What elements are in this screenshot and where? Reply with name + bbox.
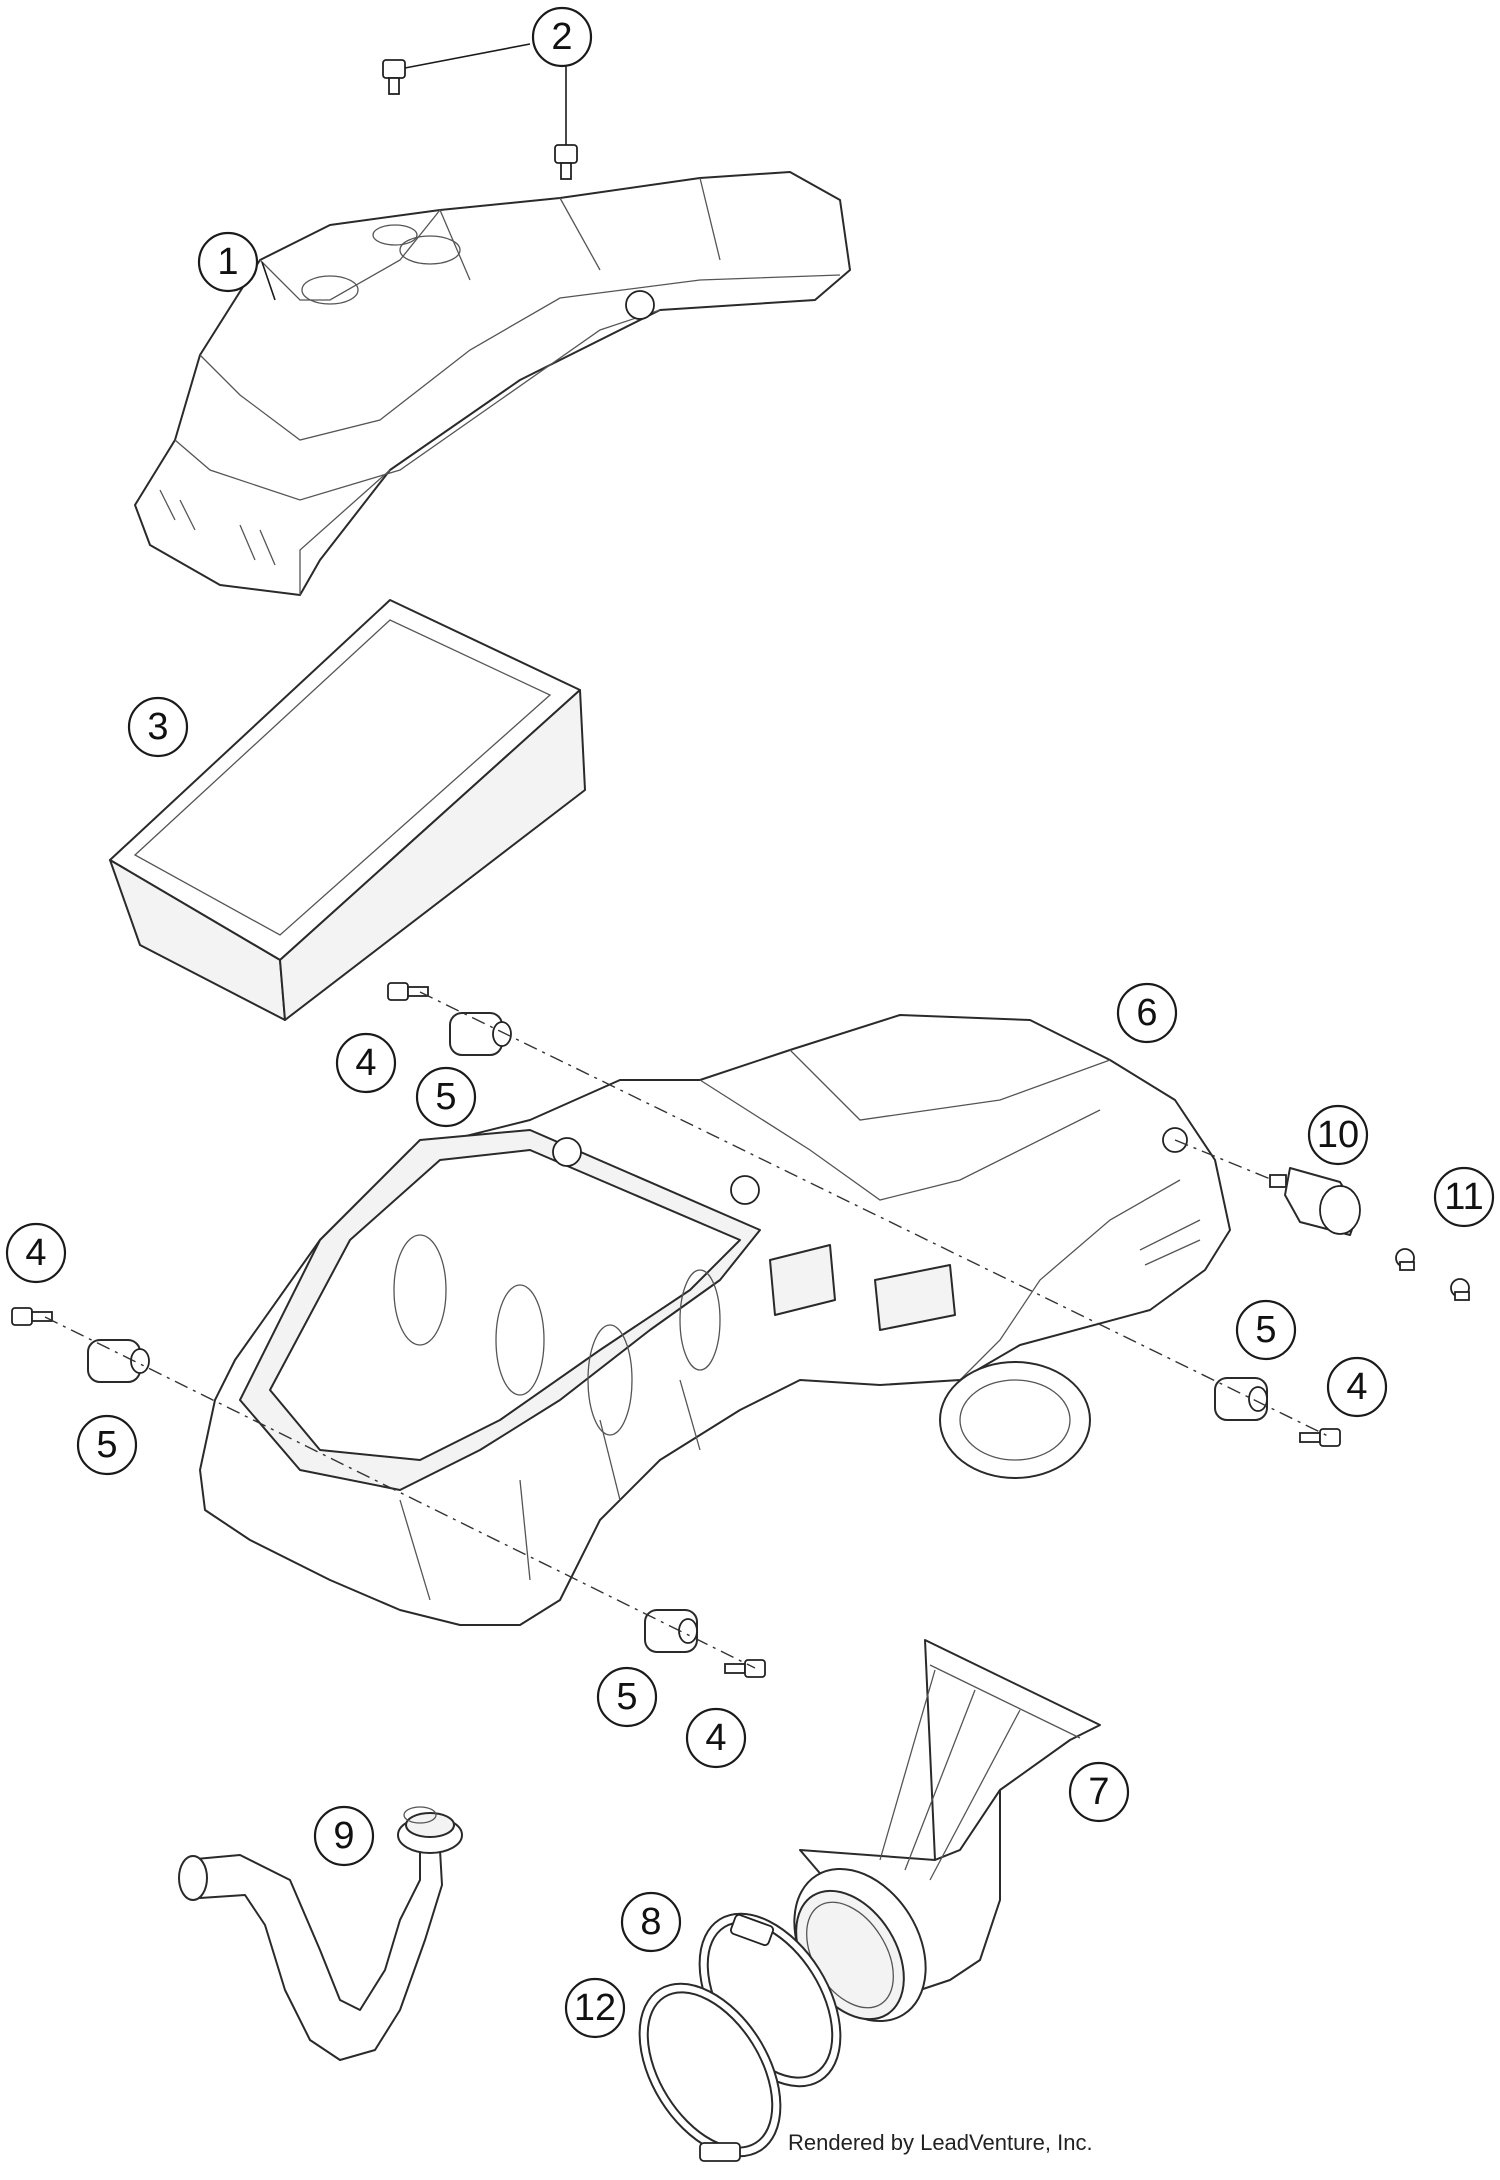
callout-7-label: 7 <box>1088 1771 1109 1813</box>
callout-4-upper-left-label: 4 <box>355 1042 376 1084</box>
callout-3-label: 3 <box>147 706 168 748</box>
callout-6-label: 6 <box>1136 992 1157 1034</box>
callout-5-right-label: 5 <box>1255 1309 1276 1351</box>
callout-5-right: 5 <box>1235 1299 1297 1361</box>
callout-4-right: 4 <box>1326 1356 1388 1418</box>
part-11-screws <box>1395 1248 1470 1301</box>
callout-2-label: 2 <box>551 16 572 58</box>
callout-1-label: 1 <box>217 241 238 283</box>
callout-1: 1 <box>197 231 259 293</box>
callout-4-bottom: 4 <box>685 1707 747 1769</box>
callout-12: 12 <box>564 1977 626 2039</box>
part-9-breather-hose <box>178 1806 463 2061</box>
part-4-5-mount-left <box>11 1307 150 1383</box>
callout-6: 6 <box>1116 982 1178 1044</box>
callout-4-left: 4 <box>5 1222 67 1284</box>
callout-5-left-label: 5 <box>96 1424 117 1466</box>
callout-7: 7 <box>1068 1761 1130 1823</box>
part-1-airbox-cover <box>134 171 851 596</box>
callout-4-right-label: 4 <box>1346 1366 1367 1408</box>
callout-9-label: 9 <box>333 1815 354 1857</box>
part-4-5-mount-right <box>1214 1377 1341 1447</box>
callout-11-label: 11 <box>1444 1176 1483 1218</box>
callout-4-left-label: 4 <box>25 1232 46 1274</box>
axis-lower <box>44 1316 756 1669</box>
callout-8: 8 <box>620 1891 682 1953</box>
axis-sensor <box>1174 1139 1286 1186</box>
part-6-airbox-housing <box>199 1014 1231 1626</box>
part-3-air-filter <box>109 599 586 1021</box>
render-credit: Rendered by LeadVenture, Inc. <box>788 2130 1093 2155</box>
callout-9: 9 <box>313 1805 375 1867</box>
screw-2a <box>382 59 406 95</box>
part-12-hose-clamp <box>638 1982 782 2162</box>
part-4-5-mount-upper-left <box>387 982 512 1056</box>
callout-5-upper-left-label: 5 <box>435 1076 456 1118</box>
callout-5-bottom: 5 <box>596 1666 658 1728</box>
callout-5-left: 5 <box>76 1414 138 1476</box>
callout-12-label: 12 <box>574 1987 616 2029</box>
callout-2: 2 <box>531 6 593 68</box>
screw-2b <box>554 144 578 180</box>
part-10-sensor <box>1269 1167 1361 1236</box>
callout-5-upper-left: 5 <box>415 1066 477 1128</box>
callout-3: 3 <box>127 696 189 758</box>
part-2-screws <box>382 43 578 180</box>
callout-10: 10 <box>1307 1104 1369 1166</box>
axis-upper <box>419 991 1331 1438</box>
callout-5-bottom-label: 5 <box>616 1676 637 1718</box>
callout-4-upper-left: 4 <box>335 1032 397 1094</box>
leader-1 <box>261 261 276 301</box>
callout-4-bottom-label: 4 <box>705 1717 726 1759</box>
callout-10-label: 10 <box>1317 1114 1359 1156</box>
callout-11: 11 <box>1433 1166 1495 1228</box>
callout-8-label: 8 <box>640 1901 661 1943</box>
